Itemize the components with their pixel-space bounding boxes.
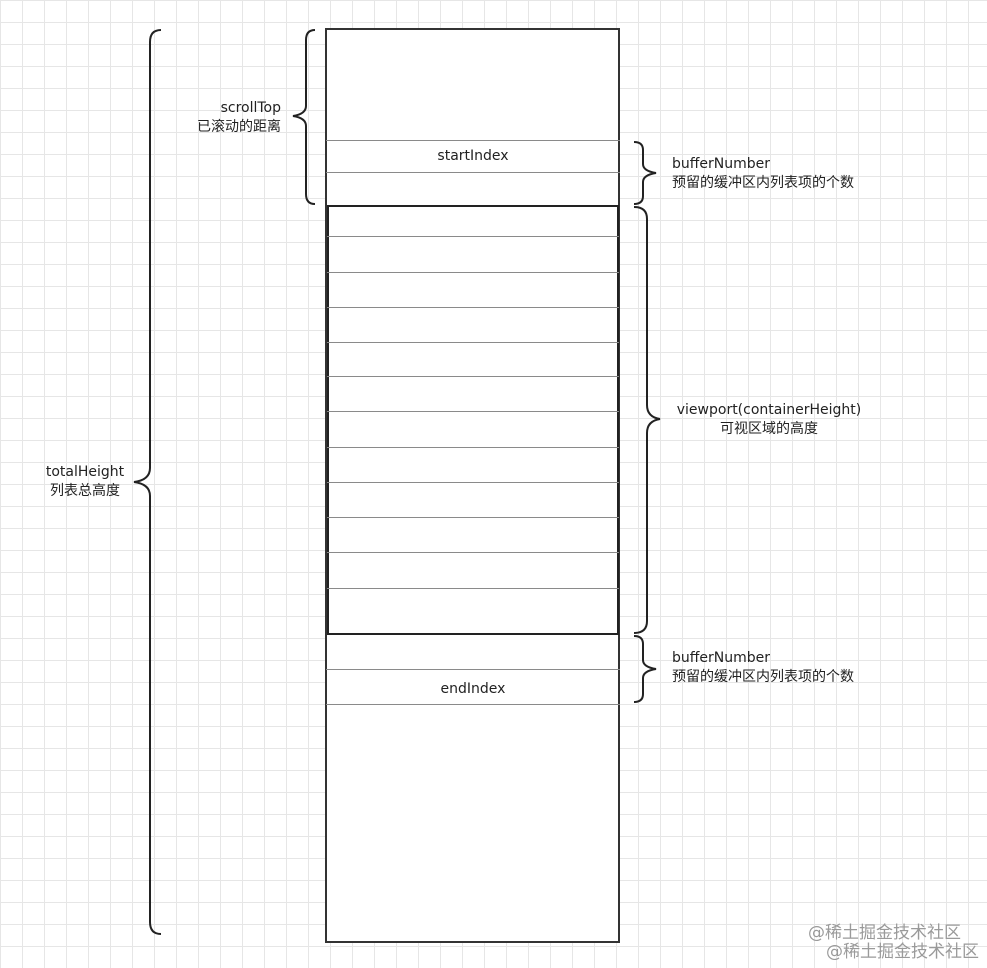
viewport-label: viewport(containerHeight) [676, 402, 862, 418]
total-height-label: totalHeight [45, 464, 125, 480]
buffer-top-brace-icon [633, 141, 657, 205]
buffer-top-description: 预留的缓冲区内列表项的个数 [672, 175, 854, 191]
buffer-bottom-annotation: bufferNumber 预留的缓冲区内列表项的个数 [672, 649, 854, 687]
buffer-top-row-divider [326, 172, 620, 173]
total-height-annotation: totalHeight 列表总高度 [30, 463, 140, 501]
scroll-top-brace-icon [292, 29, 316, 205]
buffer-bottom-row-divider [326, 704, 620, 705]
scroll-top-description: 已滚动的距离 [197, 119, 281, 135]
buffer-bottom-label: bufferNumber [672, 650, 771, 666]
viewport-row-divider [327, 447, 619, 448]
scroll-top-annotation: scrollTop 已滚动的距离 [197, 99, 281, 137]
total-height-brace-icon [133, 29, 162, 935]
viewport-row-divider [327, 376, 619, 377]
buffer-top-label: bufferNumber [672, 156, 771, 172]
viewport-row-divider [327, 236, 619, 237]
scroll-top-label: scrollTop [220, 100, 281, 116]
buffer-top-row-divider [326, 140, 620, 141]
viewport-row-divider [327, 552, 619, 553]
watermark-line-2: @稀土掘金技术社区 [826, 942, 979, 962]
viewport-row-divider [327, 411, 619, 412]
viewport-box [327, 205, 619, 635]
buffer-bottom-description: 预留的缓冲区内列表项的个数 [672, 669, 854, 685]
viewport-annotation: viewport(containerHeight) 可视区域的高度 [672, 401, 866, 439]
viewport-row-divider [327, 272, 619, 273]
viewport-row-divider [327, 307, 619, 308]
buffer-bottom-row-divider [326, 669, 620, 670]
viewport-row-divider [327, 517, 619, 518]
buffer-top-annotation: bufferNumber 预留的缓冲区内列表项的个数 [672, 155, 854, 193]
total-height-description: 列表总高度 [50, 483, 120, 499]
viewport-description: 可视区域的高度 [720, 421, 818, 437]
watermark-line-1: @稀土掘金技术社区 [808, 923, 961, 943]
viewport-row-divider [327, 588, 619, 589]
viewport-brace-icon [633, 206, 661, 634]
viewport-row-divider [327, 482, 619, 483]
end-index-label: endIndex [440, 681, 506, 697]
buffer-bottom-brace-icon [633, 635, 657, 703]
start-index-label: startIndex [437, 148, 509, 164]
viewport-row-divider [327, 342, 619, 343]
